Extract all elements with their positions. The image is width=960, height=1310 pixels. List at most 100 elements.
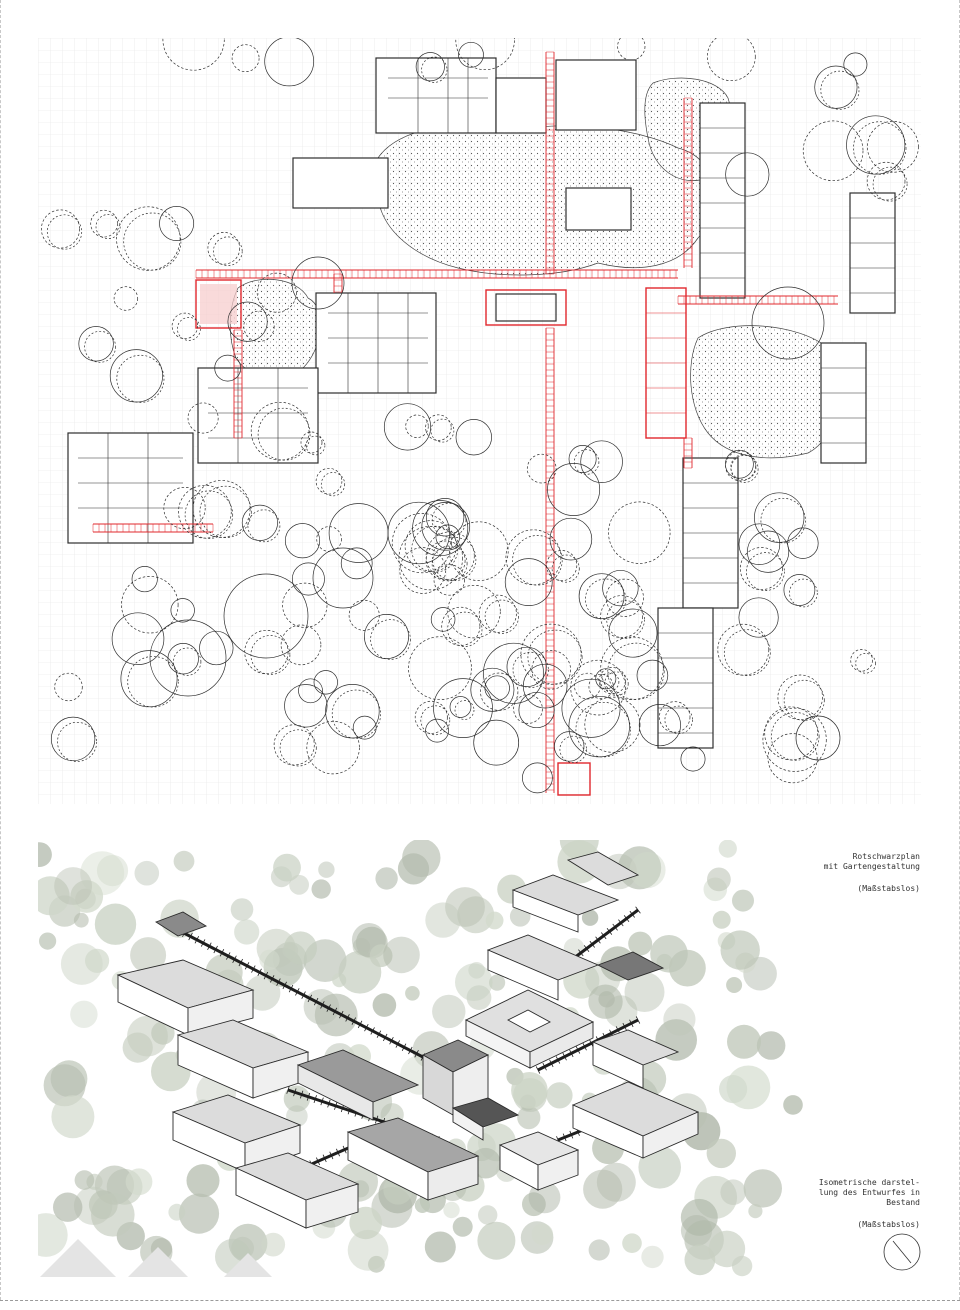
- building-centre-courtyard: [315, 292, 437, 394]
- tree-canopy: [111, 612, 165, 665]
- tree-canopy: [425, 498, 465, 537]
- iso-tree: [38, 1213, 68, 1257]
- tree-canopy: [480, 672, 519, 711]
- walkway-tie: [600, 932, 607, 940]
- pavilion-central-core: [495, 293, 557, 322]
- walkway-tie: [408, 1046, 413, 1055]
- tree-canopy: [454, 700, 475, 720]
- iso-tree: [405, 986, 420, 1001]
- tree-canopy: [435, 524, 461, 550]
- walkway-tie: [207, 942, 212, 951]
- walkway-tie: [606, 927, 613, 935]
- tree-canopy: [522, 762, 553, 794]
- iso-canopy-north-west: [154, 911, 208, 937]
- iso-tree: [712, 910, 731, 929]
- iso-tree: [517, 1106, 541, 1130]
- pavilion-central: [485, 289, 567, 326]
- walkway-tie: [226, 952, 231, 960]
- iso-tree: [546, 1082, 573, 1109]
- pavilion-west-core: [200, 284, 237, 324]
- iso-block-south-west-1: [171, 1094, 302, 1173]
- iso-tree: [680, 1198, 718, 1236]
- walkway-tie: [299, 1090, 304, 1099]
- building-north-main: [375, 57, 497, 134]
- iso-tree: [706, 1138, 736, 1169]
- tree-canopy: [531, 650, 571, 690]
- tree-canopy: [431, 502, 467, 538]
- iso-block-west-1: [116, 959, 255, 1036]
- pavilion-east-room-lines: [646, 312, 686, 414]
- walkway-tie: [295, 988, 300, 996]
- tree-canopy: [364, 614, 409, 659]
- iso-tree: [38, 876, 70, 916]
- iso-tree: [368, 1255, 385, 1273]
- walkway-long: [177, 928, 449, 1072]
- iso-tree: [186, 1164, 220, 1198]
- walkway-tie: [578, 949, 584, 957]
- tree-canopy: [432, 536, 477, 582]
- tree-canopy: [264, 38, 315, 87]
- tree-canopy: [425, 540, 466, 581]
- tree-canopy: [291, 256, 345, 310]
- tree-canopy: [404, 520, 457, 573]
- iso-hall-centre: [296, 1049, 420, 1121]
- tree-canopy: [458, 41, 484, 68]
- tree-canopy: [602, 569, 639, 607]
- tree-canopy: [820, 70, 860, 110]
- tree-canopy: [568, 695, 630, 758]
- plan-caption: Rotschwarzplan mit Gartengestaltung (Maß…: [750, 842, 920, 904]
- tree-canopy: [173, 647, 202, 676]
- walkway-tie: [339, 1010, 344, 1019]
- walkway-tie: [251, 965, 256, 973]
- walkway-tie: [257, 968, 262, 977]
- walkway-tie: [238, 958, 243, 967]
- tree-canopy: [331, 689, 381, 739]
- tree-canopy: [843, 52, 868, 77]
- walkway-tie: [582, 1042, 587, 1051]
- tree-canopy: [455, 38, 515, 71]
- walkway-tie: [232, 955, 237, 964]
- tree-canopy: [415, 52, 445, 82]
- walkway-tie: [329, 1151, 334, 1160]
- tree-canopy: [605, 578, 644, 617]
- walkway-tie: [562, 1052, 567, 1061]
- iso-tree: [38, 842, 52, 867]
- iso-tree: [726, 977, 743, 993]
- tree-canopy: [723, 629, 771, 677]
- tree-canopy: [867, 120, 919, 173]
- tree-canopy: [57, 721, 98, 762]
- tree-canopy: [120, 650, 178, 708]
- tree-canopy: [370, 619, 411, 660]
- iso-tree: [588, 984, 623, 1019]
- tree-canopy: [421, 502, 471, 551]
- tree-canopy: [568, 445, 597, 473]
- tree-canopy: [795, 715, 841, 761]
- tree-canopy: [559, 735, 587, 764]
- walkway-tie: [313, 997, 319, 1006]
- iso-tree: [511, 1072, 548, 1109]
- iso-tree: [783, 1095, 803, 1115]
- iso-tree: [94, 903, 137, 945]
- tree-canopy: [783, 574, 816, 606]
- tree-canopy: [738, 523, 781, 565]
- building-north-annex: [495, 77, 547, 134]
- walkway-tie: [327, 1099, 331, 1108]
- tree-canopy: [447, 611, 483, 647]
- plan-caption-scale: (Maßstabslos): [857, 884, 920, 893]
- walkway-tie: [345, 1014, 350, 1022]
- iso-tree: [726, 1065, 771, 1110]
- iso-tree: [284, 931, 317, 965]
- walkway-tie: [213, 945, 218, 954]
- tree-canopy: [383, 403, 432, 451]
- tree-canopy: [54, 672, 83, 702]
- tree-canopy: [483, 642, 544, 704]
- walkway-tie: [615, 1026, 621, 1034]
- tree-canopy: [738, 597, 779, 638]
- tree-canopy: [512, 651, 549, 688]
- tree-canopy: [855, 653, 876, 674]
- walkway-tie: [332, 1007, 338, 1016]
- tree-canopy: [770, 712, 820, 761]
- walkway-tie: [320, 1001, 325, 1009]
- tree-canopy: [41, 209, 80, 249]
- tree-canopy: [505, 529, 562, 586]
